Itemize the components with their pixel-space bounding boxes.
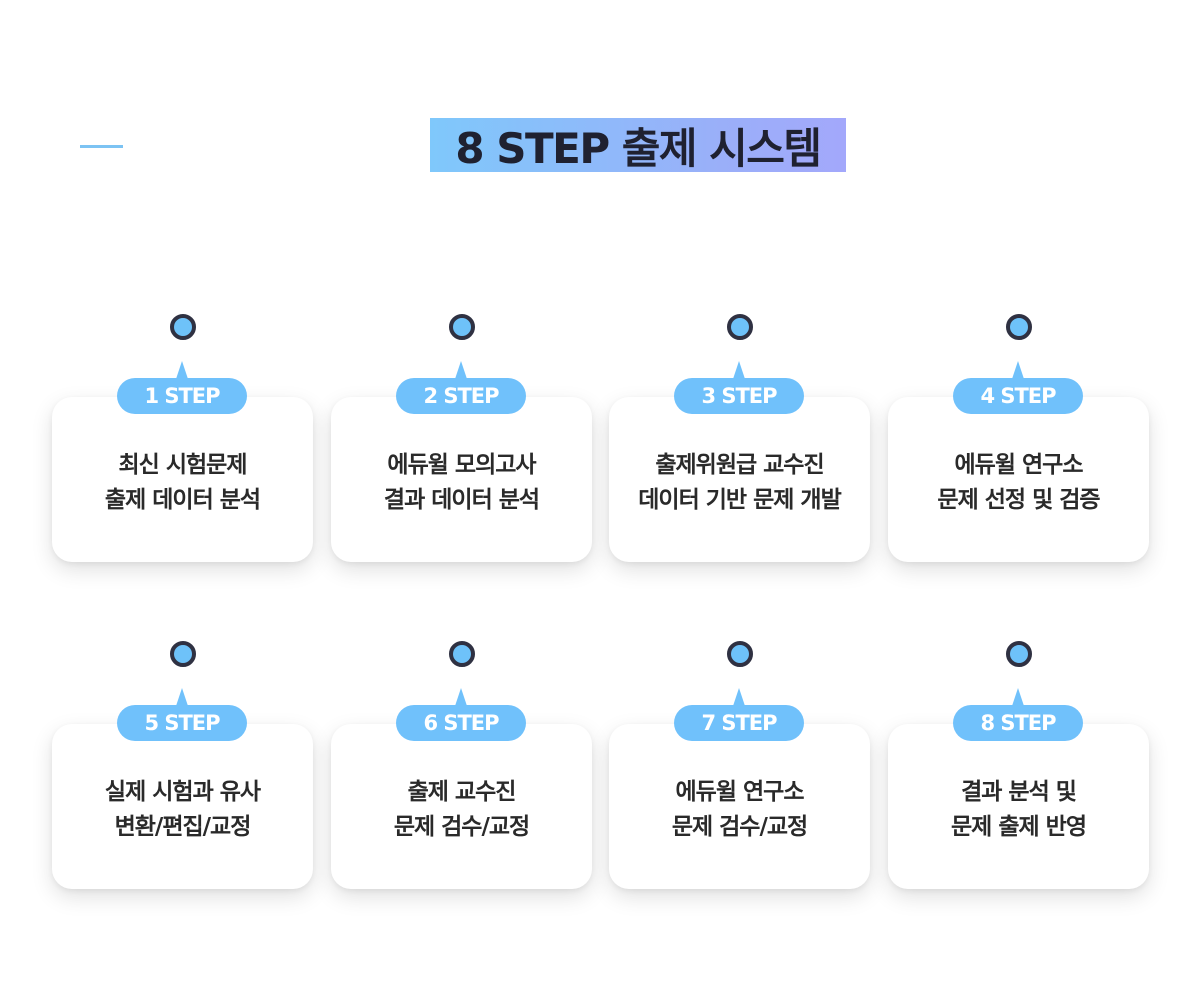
step-dot-icon xyxy=(449,641,475,667)
step-description: 출제 교수진 문제 검수/교정 xyxy=(331,775,592,845)
step-4: 에듀윌 연구소 문제 선정 및 검증 4 STEP xyxy=(888,313,1149,562)
step-description-line2: 문제 선정 및 검증 xyxy=(937,487,1100,513)
step-description-line2: 문제 검수/교정 xyxy=(671,814,808,840)
step-card: 출제위원급 교수진 데이터 기반 문제 개발 xyxy=(609,397,870,562)
step-badge: 3 STEP xyxy=(674,378,804,414)
step-description-line2: 출제 데이터 분석 xyxy=(104,487,261,513)
step-card: 에듀윌 연구소 문제 선정 및 검증 xyxy=(888,397,1149,562)
step-description: 최신 시험문제 출제 데이터 분석 xyxy=(52,448,313,518)
step-description-line1: 결과 분석 및 xyxy=(961,779,1077,805)
step-card: 최신 시험문제 출제 데이터 분석 xyxy=(52,397,313,562)
pill-pointer xyxy=(455,688,467,706)
pill-pointer xyxy=(1012,688,1024,706)
title-highlight: 8 STEP 출제 시스템 xyxy=(430,118,846,173)
step-3: 출제위원급 교수진 데이터 기반 문제 개발 3 STEP xyxy=(609,313,870,562)
step-badge: 7 STEP xyxy=(674,705,804,741)
step-dot-icon xyxy=(1006,641,1032,667)
step-7: 에듀윌 연구소 문제 검수/교정 7 STEP xyxy=(609,640,870,889)
step-description: 실제 시험과 유사 변환/편집/교정 xyxy=(52,775,313,845)
pill-pointer xyxy=(455,361,467,379)
step-badge: 8 STEP xyxy=(953,705,1083,741)
step-6: 출제 교수진 문제 검수/교정 6 STEP xyxy=(331,640,592,889)
step-dot-icon xyxy=(170,641,196,667)
step-badge: 6 STEP xyxy=(396,705,526,741)
step-description-line1: 에듀윌 연구소 xyxy=(954,452,1084,478)
pill-pointer xyxy=(176,361,188,379)
step-badge: 5 STEP xyxy=(117,705,247,741)
title-accent-line xyxy=(80,145,123,148)
step-description: 결과 분석 및 문제 출제 반영 xyxy=(888,775,1149,845)
step-8: 결과 분석 및 문제 출제 반영 8 STEP xyxy=(888,640,1149,889)
pill-pointer xyxy=(733,361,745,379)
step-2: 에듀윌 모의고사 결과 데이터 분석 2 STEP xyxy=(331,313,592,562)
step-1: 최신 시험문제 출제 데이터 분석 1 STEP xyxy=(52,313,313,562)
step-card: 실제 시험과 유사 변환/편집/교정 xyxy=(52,724,313,889)
pill-pointer xyxy=(733,688,745,706)
page-title: 8 STEP 출제 시스템 xyxy=(455,123,822,173)
step-description-line2: 문제 검수/교정 xyxy=(393,814,530,840)
step-dot-icon xyxy=(727,641,753,667)
pill-pointer xyxy=(1012,361,1024,379)
step-description-line2: 결과 데이터 분석 xyxy=(383,487,540,513)
step-description-line1: 실제 시험과 유사 xyxy=(104,779,261,805)
step-description-line1: 에듀윌 모의고사 xyxy=(387,452,536,478)
step-card: 에듀윌 모의고사 결과 데이터 분석 xyxy=(331,397,592,562)
step-description-line1: 출제 교수진 xyxy=(407,779,517,805)
step-dot-icon xyxy=(727,314,753,340)
step-badge: 1 STEP xyxy=(117,378,247,414)
step-badge: 2 STEP xyxy=(396,378,526,414)
step-description: 에듀윌 연구소 문제 선정 및 검증 xyxy=(888,448,1149,518)
step-5: 실제 시험과 유사 변환/편집/교정 5 STEP xyxy=(52,640,313,889)
step-description-line1: 최신 시험문제 xyxy=(118,452,248,478)
step-dot-icon xyxy=(1006,314,1032,340)
step-badge: 4 STEP xyxy=(953,378,1083,414)
step-description-line2: 데이터 기반 문제 개발 xyxy=(638,487,841,513)
pill-pointer xyxy=(176,688,188,706)
step-dot-icon xyxy=(170,314,196,340)
step-description-line2: 변환/편집/교정 xyxy=(114,814,252,840)
step-dot-icon xyxy=(449,314,475,340)
step-description-line1: 에듀윌 연구소 xyxy=(675,779,805,805)
step-description: 출제위원급 교수진 데이터 기반 문제 개발 xyxy=(609,448,870,518)
step-card: 결과 분석 및 문제 출제 반영 xyxy=(888,724,1149,889)
step-description: 에듀윌 모의고사 결과 데이터 분석 xyxy=(331,448,592,518)
step-description-line1: 출제위원급 교수진 xyxy=(655,452,824,478)
step-description: 에듀윌 연구소 문제 검수/교정 xyxy=(609,775,870,845)
step-card: 에듀윌 연구소 문제 검수/교정 xyxy=(609,724,870,889)
step-description-line2: 문제 출제 반영 xyxy=(951,814,1087,840)
step-card: 출제 교수진 문제 검수/교정 xyxy=(331,724,592,889)
